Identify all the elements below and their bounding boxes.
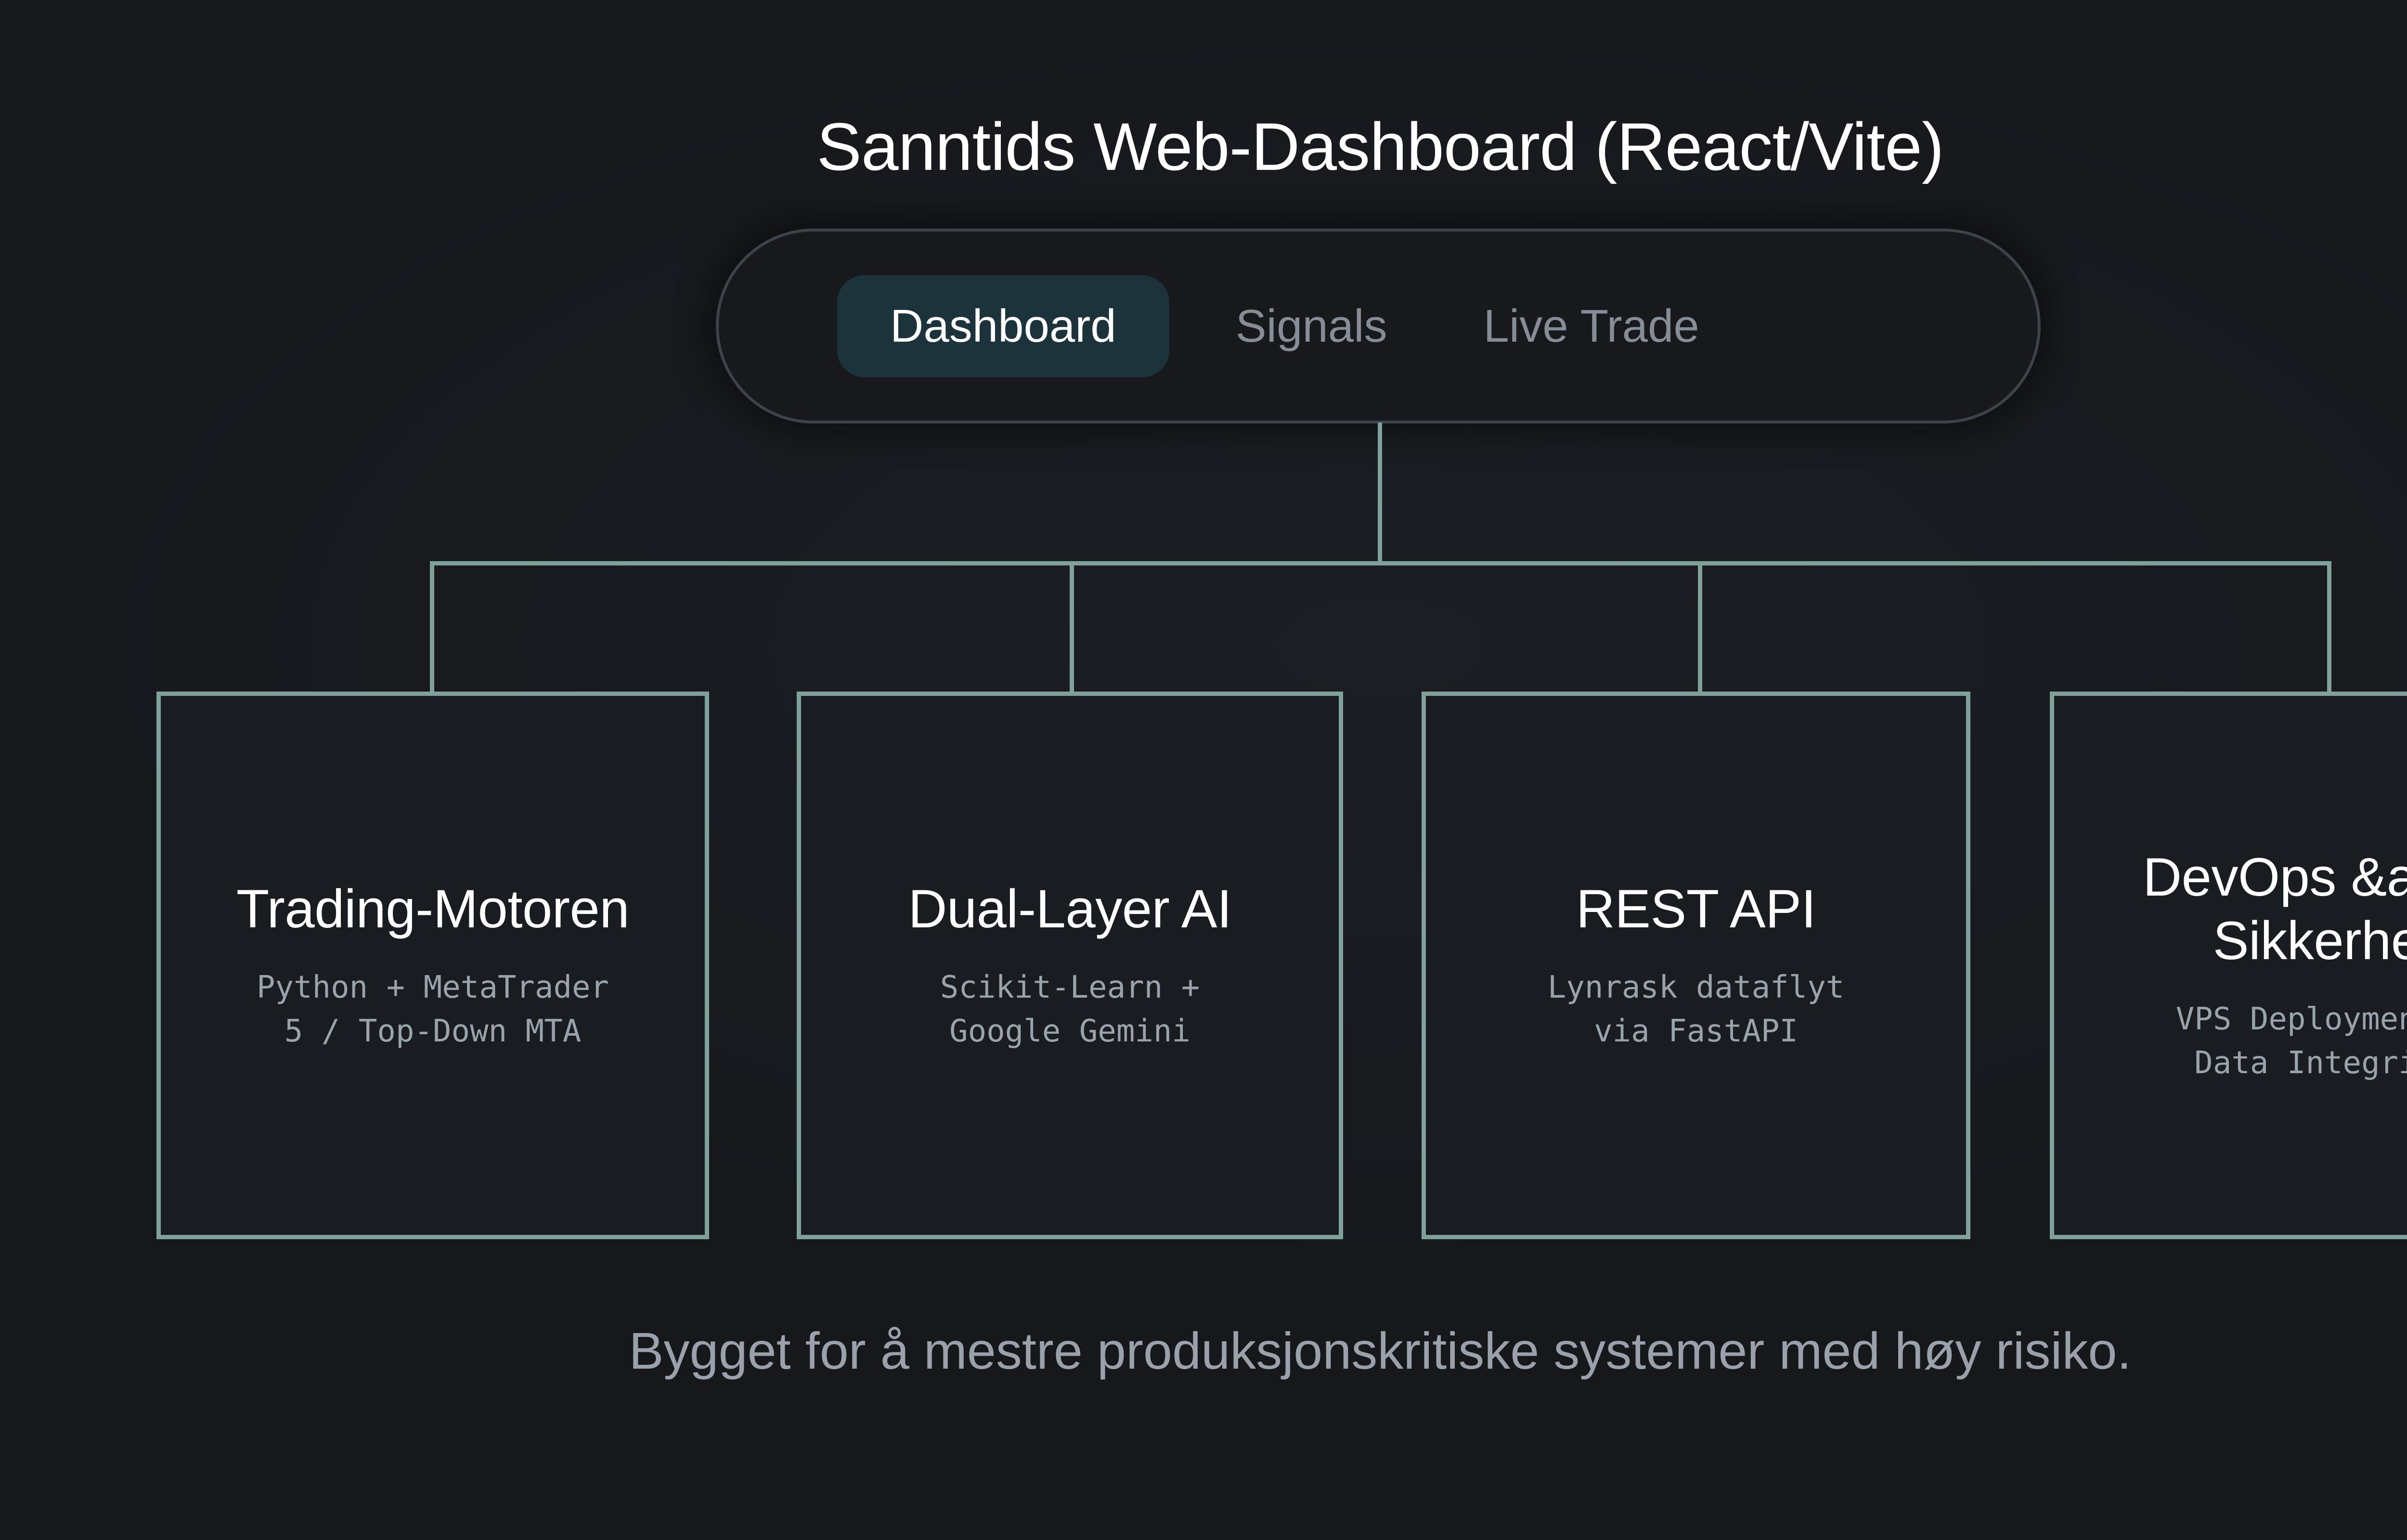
card-title: DevOps &amp; Sikkerhet [2143,847,2407,971]
card-title: REST API [1576,879,1816,939]
connector-drop-2 [1070,561,1074,693]
card-subtitle: VPS Deployment & Data Integrity [2175,1001,2407,1081]
node-card-trading-motoren[interactable]: Trading-Motoren Python + MetaTrader 5 / … [156,692,709,1239]
connector-drop-1 [430,561,434,693]
page-title: Sanntids Web-Dashboard (React/Vite) [816,109,1944,184]
tab-signals[interactable]: Signals [1235,300,1387,352]
card-subtitle: Python + MetaTrader 5 / Top-Down MTA [256,970,609,1050]
card-title: Dual-Layer AI [908,879,1232,939]
node-card-devops-sikkerhet[interactable]: DevOps &amp; Sikkerhet VPS Deployment & … [2050,692,2407,1239]
tab-live-trade[interactable]: Live Trade [1483,300,1699,352]
card-subtitle: Scikit-Learn + Google Gemini [940,970,1200,1050]
node-card-dual-layer-ai[interactable]: Dual-Layer AI Scikit-Learn + Google Gemi… [797,692,1343,1239]
connector-bus-horizontal [430,561,2331,565]
footer-caption: Bygget for å mestre produksjonskritiske … [629,1322,2132,1380]
node-card-rest-api[interactable]: REST API Lynrask dataflyt via FastAPI [1422,692,1970,1239]
connector-trunk-vertical [1378,423,1382,565]
tab-dashboard[interactable]: Dashboard [837,275,1169,377]
card-title: Trading-Motoren [236,879,630,939]
connector-drop-4 [2327,561,2331,693]
connector-drop-3 [1698,561,1702,693]
tab-bar[interactable]: Dashboard Signals Live Trade [716,229,2041,424]
card-row: Trading-Motoren Python + MetaTrader 5 / … [0,692,2407,1240]
card-subtitle: Lynrask dataflyt via FastAPI [1547,970,1845,1050]
